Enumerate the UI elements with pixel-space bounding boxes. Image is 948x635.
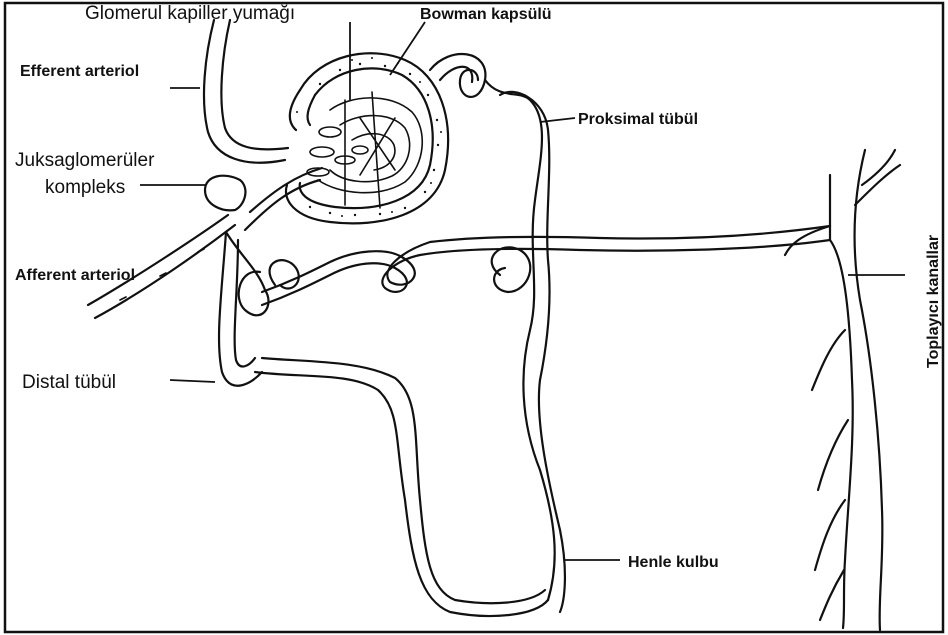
label-efferent: Efferent arteriol <box>20 63 139 80</box>
label-henle: Henle kulbu <box>628 554 719 571</box>
label-bowman: Bowman kapsülü <box>420 6 552 23</box>
bowman-leader <box>390 22 425 75</box>
distal-tubule <box>170 226 830 386</box>
glomerular-capillaries <box>307 92 422 208</box>
label-toplayici: Toplayıcı kanallar <box>925 235 942 368</box>
juxtaglomerular-complex <box>140 176 245 211</box>
proximal-tubule <box>430 54 575 612</box>
label-juksa-line1: Juksaglomerüler <box>15 150 155 171</box>
collecting-ducts <box>785 150 905 630</box>
label-glomerul: Glomerul kapiller yumağı <box>85 3 295 24</box>
label-distal: Distal tübül <box>22 372 116 393</box>
efferent-arteriole <box>170 20 288 163</box>
bowman-capsule <box>286 53 448 223</box>
label-proksimal: Proksimal tübül <box>578 111 698 128</box>
label-afferent: Afferent arteriol <box>15 267 135 284</box>
label-juksa-line2: kompleks <box>45 177 125 198</box>
